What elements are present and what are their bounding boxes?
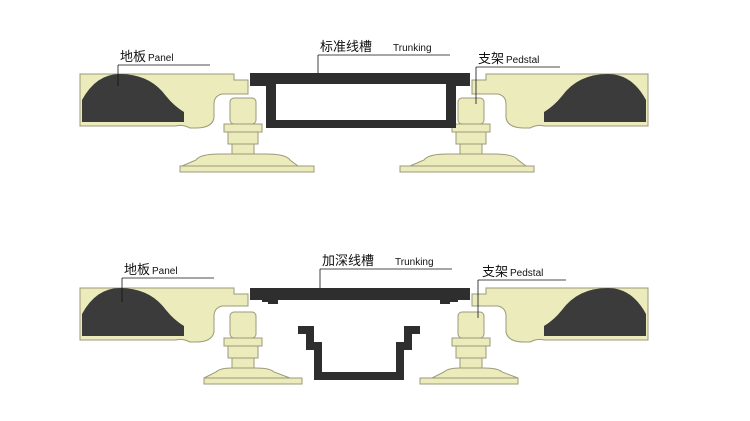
bottom-pedestal-label-en: Pedstal xyxy=(510,268,543,279)
standard-trunking-assembly: 标准线槽 Trunking 地板 Panel 支架 Pedstal xyxy=(79,40,649,173)
top-pedestal-label: 支架 Pedstal xyxy=(475,52,560,104)
right-panel-core xyxy=(544,74,646,122)
bottom-panel-label: 地板 Panel xyxy=(121,263,214,302)
deep-trunking-label: 加深线槽 Trunking xyxy=(319,254,452,288)
right-pedestal-bottom xyxy=(419,311,519,385)
right-pedestal xyxy=(399,97,535,173)
right-panel-core-bottom xyxy=(544,288,646,336)
top-panel-label-cn: 地板 xyxy=(120,50,146,65)
deep-trunking-label-en: Trunking xyxy=(395,257,434,268)
deep-trunking-label-cn: 加深线槽 xyxy=(322,254,374,269)
bottom-pedestal-label-cn: 支架 xyxy=(482,265,508,280)
left-panel-core-bottom xyxy=(82,288,184,336)
top-panel-label: 地板 Panel xyxy=(117,50,210,86)
deep-trunking-assembly: 加深线槽 Trunking 地板 Panel 支架 Pedstal xyxy=(79,254,649,385)
left-pedestal xyxy=(179,97,315,173)
left-pedestal-bottom xyxy=(203,311,303,385)
bottom-panel-label-en: Panel xyxy=(152,266,178,277)
standard-trunking-label-en: Trunking xyxy=(393,43,432,54)
standard-trunking-label: 标准线槽 Trunking xyxy=(317,40,450,73)
bottom-pedestal-label: 支架 Pedstal xyxy=(477,265,566,318)
top-pedestal-label-cn: 支架 xyxy=(478,52,504,67)
standard-trunking-label-cn: 标准线槽 xyxy=(320,40,372,55)
left-panel-core xyxy=(82,74,184,122)
top-pedestal-label-en: Pedstal xyxy=(506,55,539,66)
standard-trunking-cavity xyxy=(276,84,446,120)
top-panel-label-en: Panel xyxy=(148,53,174,64)
deep-trunking-cavity xyxy=(278,300,440,372)
bottom-panel-label-cn: 地板 xyxy=(124,263,150,278)
